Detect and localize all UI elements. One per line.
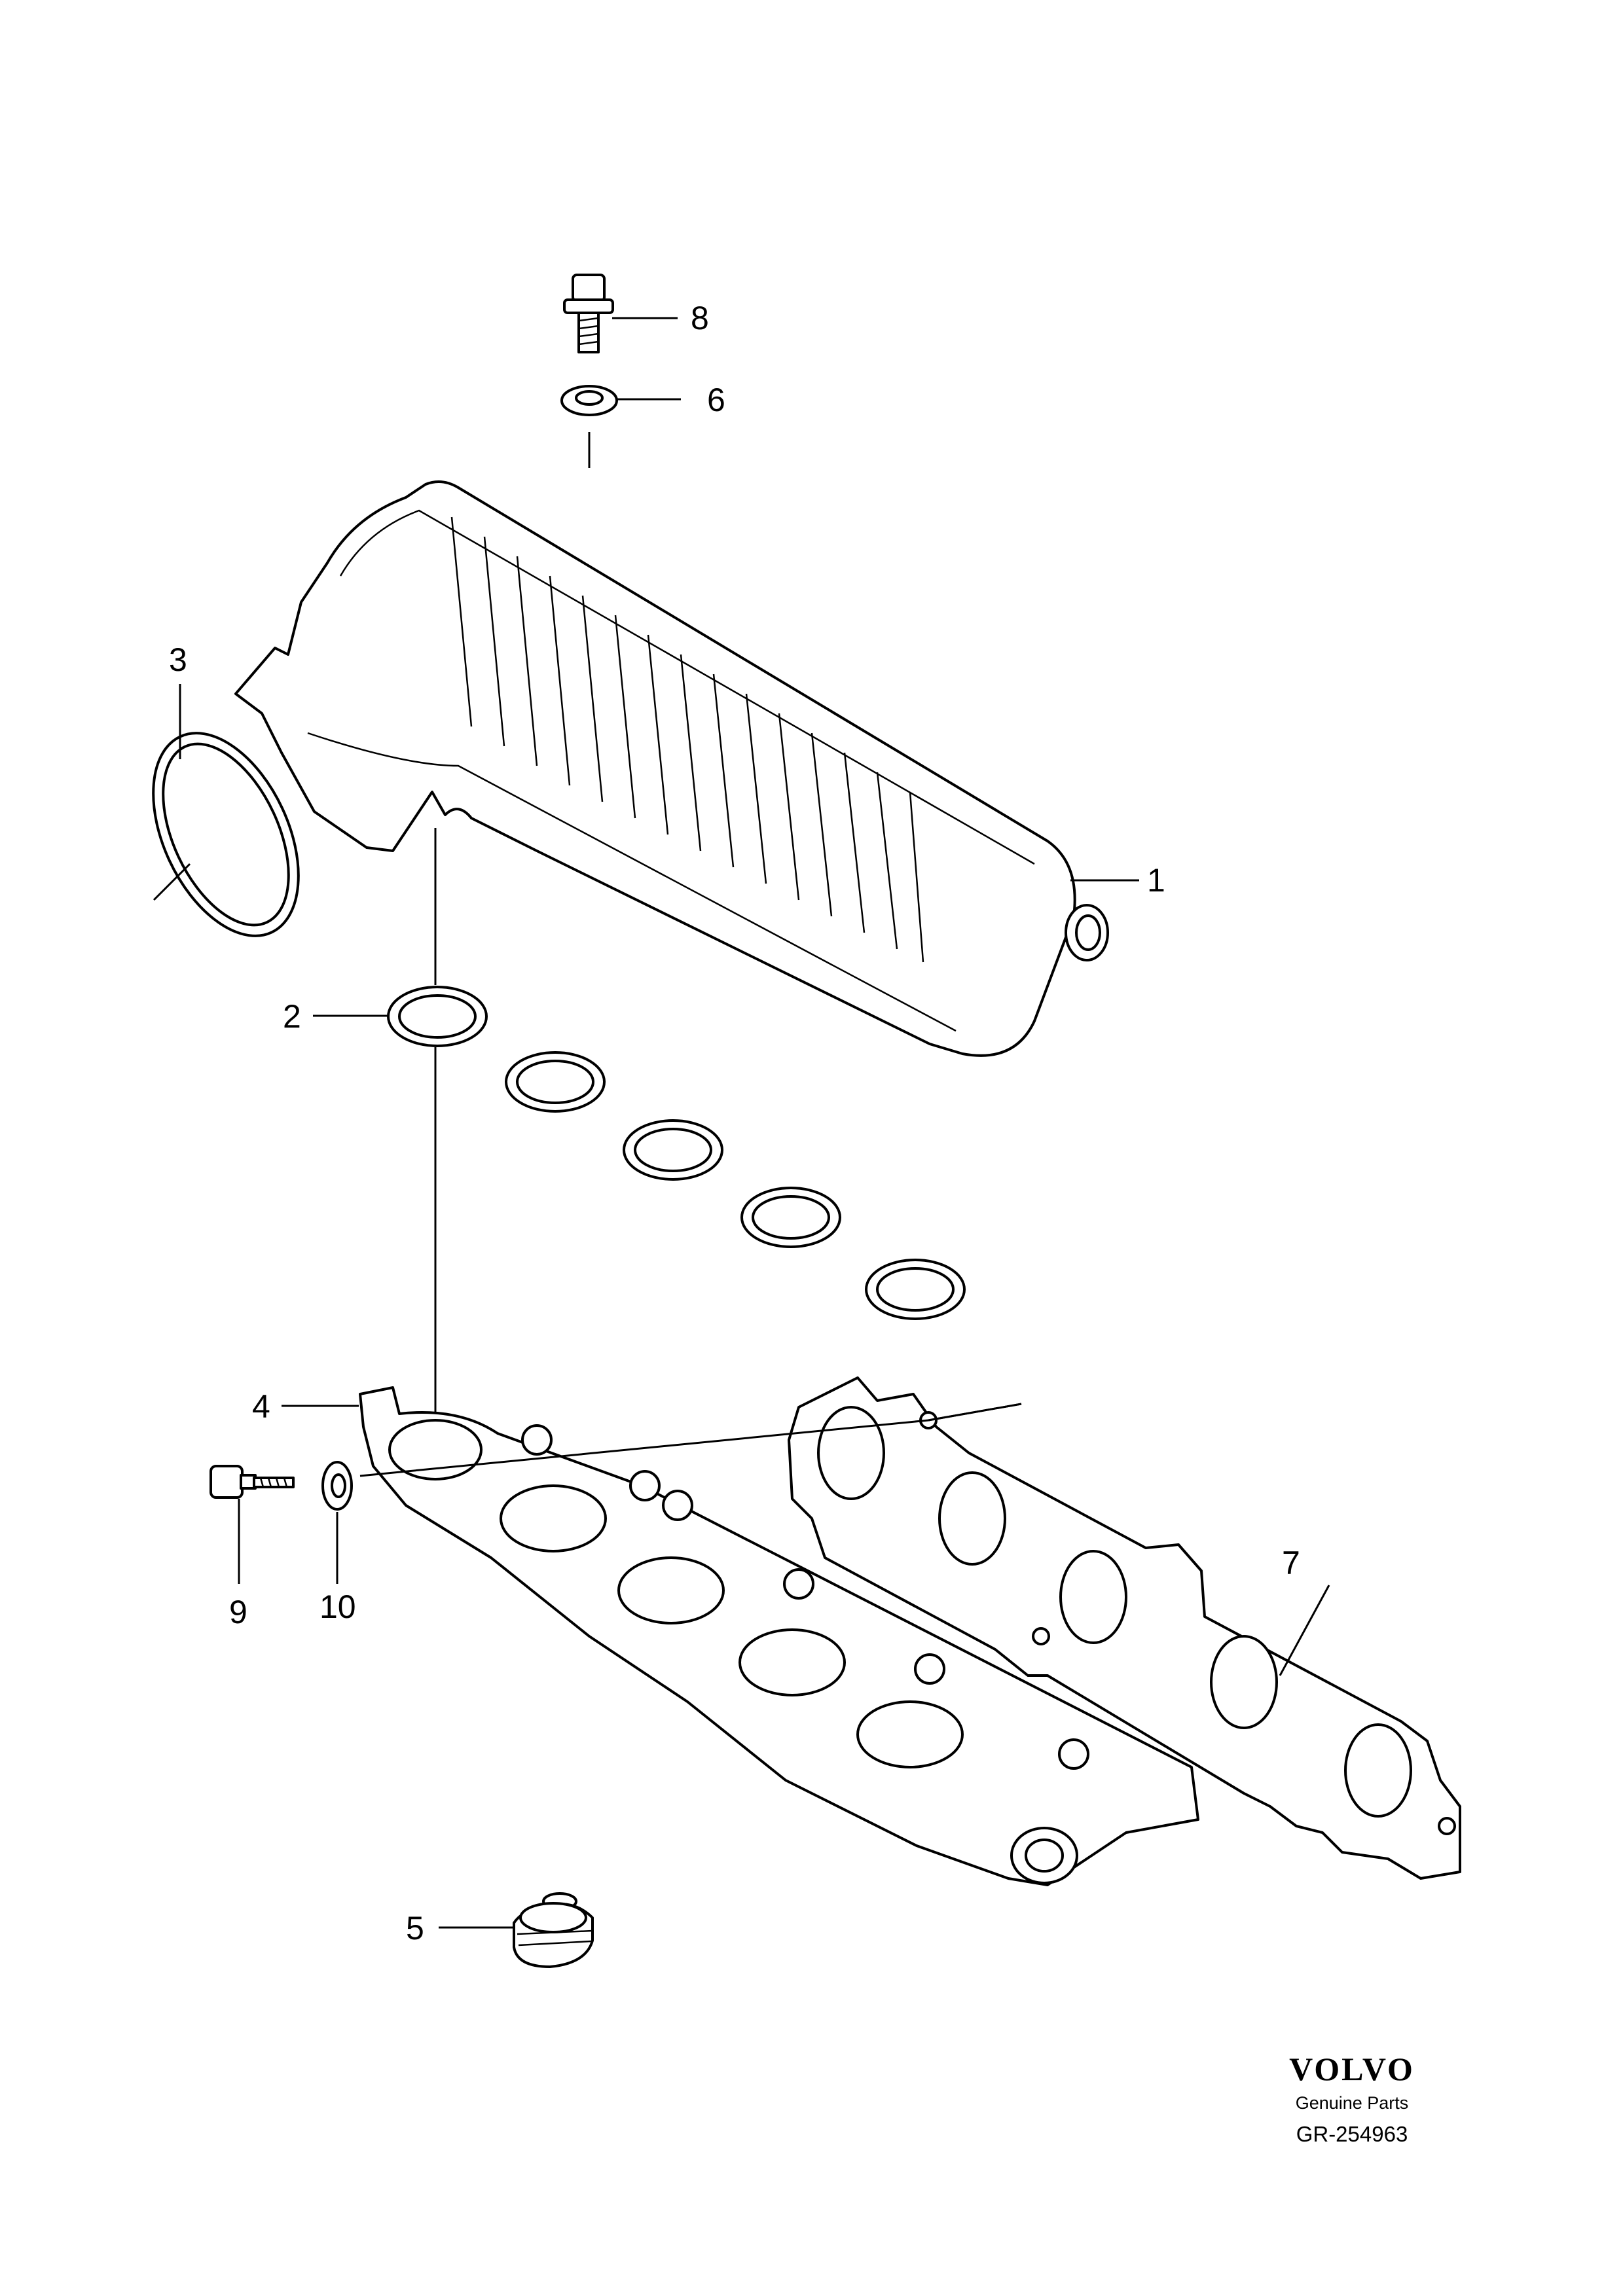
callout-4: 4 [252, 1388, 270, 1425]
callout-1: 1 [1147, 862, 1165, 899]
callout-3: 3 [169, 641, 187, 678]
genuine-parts-label: Genuine Parts [1296, 2093, 1409, 2113]
manifold-ribs [450, 516, 924, 963]
part-1-intake-manifold[interactable] [234, 480, 1109, 1057]
callout-9: 9 [229, 1594, 247, 1630]
volvo-logo: VOLVO [1289, 2051, 1415, 2087]
callout-7: 7 [1282, 1545, 1300, 1581]
diagram-code: GR-254963 [1296, 2122, 1408, 2146]
part-5-plug[interactable] [513, 1892, 594, 1968]
part-2-o-rings[interactable] [387, 986, 966, 1320]
callout-8: 8 [691, 300, 709, 336]
callout-labels: 1 2 3 4 5 6 7 8 9 10 [169, 300, 1300, 1946]
part-9-bolt[interactable] [210, 1465, 295, 1499]
callout-5: 5 [406, 1910, 424, 1946]
part-10-washer[interactable] [321, 1461, 353, 1511]
branding-block: VOLVO Genuine Parts GR-254963 [1289, 2051, 1415, 2146]
part-4-lower-manifold[interactable] [359, 1386, 1199, 1886]
callout-6: 6 [707, 382, 725, 418]
callout-2: 2 [283, 998, 301, 1035]
part-7-gasket[interactable] [788, 1376, 1461, 1880]
part-8-bolt[interactable] [563, 274, 614, 353]
part-6-washer[interactable] [560, 385, 618, 416]
leader-lines [238, 317, 1330, 1929]
callout-10: 10 [319, 1588, 356, 1625]
